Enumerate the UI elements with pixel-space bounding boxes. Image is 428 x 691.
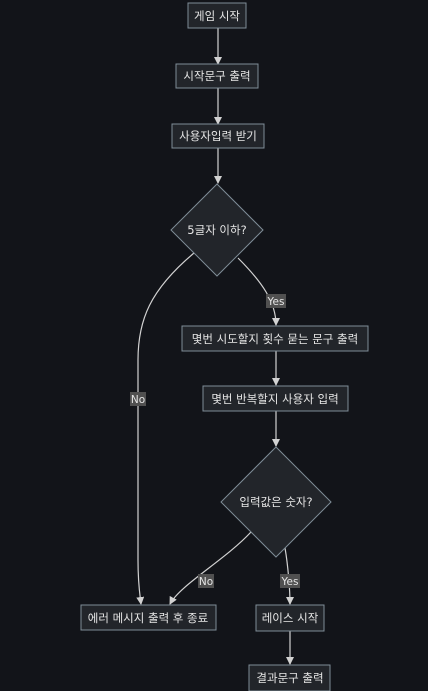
node-input-repeat-label: 몇번 반복할지 사용자 입력: [211, 392, 338, 406]
node-print-result: 결과문구 출력: [248, 664, 331, 691]
node-get-input: 사용자입력 받기: [171, 123, 265, 149]
edge-labels: Yes No No Yes: [130, 294, 300, 588]
node-print-result-label: 결과문구 출력: [256, 671, 323, 685]
number-yes-label-bg: [280, 574, 300, 588]
number-yes-label: Yes: [281, 576, 299, 588]
node-ask-attempts-label: 몇번 시도할지 횟수 묻는 문구 출력: [192, 332, 358, 346]
length-no-label-bg: [130, 392, 146, 406]
node-input-repeat: 몇번 반복할지 사용자 입력: [202, 385, 349, 412]
edge-length-no: [136, 252, 195, 605]
node-print-intro-label: 시작문구 출력: [183, 69, 250, 83]
edge-number-no: [169, 531, 252, 605]
node-check-number-label: 입력값은 숫자?: [239, 495, 312, 509]
node-check-number: 입력값은 숫자?: [220, 446, 332, 558]
length-no-label: No: [131, 394, 145, 406]
node-error-exit-label: 에러 메시지 출력 후 종료: [88, 611, 208, 625]
node-get-input-label: 사용자입력 받기: [179, 129, 257, 143]
node-error-exit: 에러 메시지 출력 후 종료: [80, 604, 217, 631]
node-check-length: 5글자 이하?: [170, 183, 264, 277]
nodes: 게임 시작 시작문구 출력 사용자입력 받기 5글자 이하? 몇번 시도할지 횟…: [80, 2, 369, 691]
node-race-start: 레이스 시작: [255, 604, 325, 632]
node-print-intro: 시작문구 출력: [175, 63, 259, 89]
number-no-label-bg: [198, 574, 214, 588]
length-yes-label: Yes: [267, 296, 285, 308]
node-start-label: 게임 시작: [194, 9, 240, 23]
node-race-start-label: 레이스 시작: [262, 611, 319, 625]
length-yes-label-bg: [266, 294, 286, 308]
node-ask-attempts: 몇번 시도할지 횟수 묻는 문구 출력: [181, 325, 369, 352]
node-check-length-label: 5글자 이하?: [187, 223, 246, 237]
number-no-label: No: [199, 576, 213, 588]
node-start: 게임 시작: [187, 2, 247, 29]
edge-length-yes: [237, 257, 280, 326]
